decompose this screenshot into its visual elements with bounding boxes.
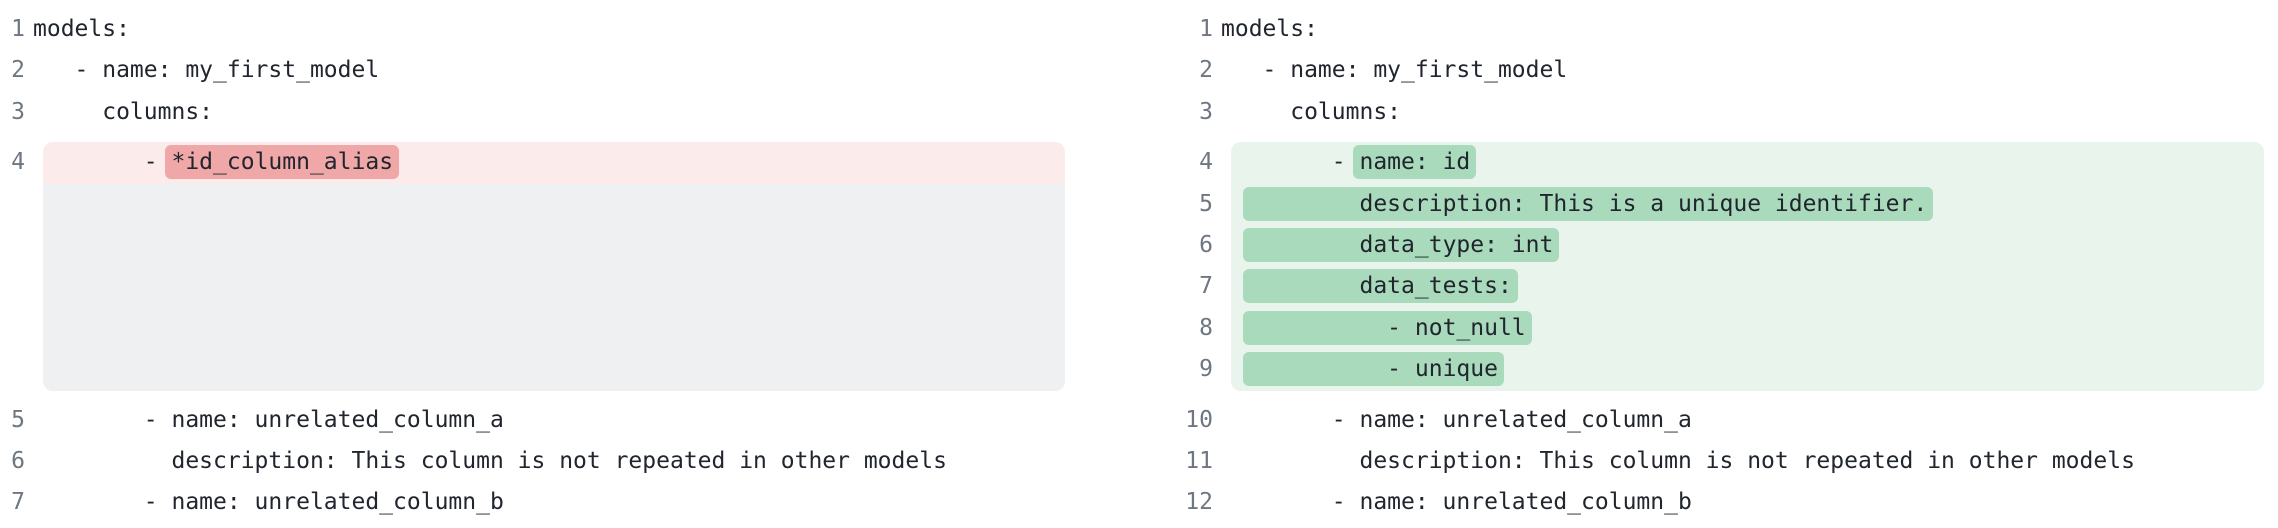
diff-line-context: 1 models: xyxy=(1148,9,2278,50)
code-text: data_type: int xyxy=(1221,225,1560,266)
diff-line-removed: 4 - *id_column_alias xyxy=(0,142,1080,183)
word-diff-highlight: name: id xyxy=(1353,145,1477,180)
line-number: 7 xyxy=(11,489,25,516)
diff-line-context: 12 - name: unrelated_column_b xyxy=(1148,482,2278,523)
word-diff-highlight: description: This is a unique identifier… xyxy=(1242,186,1934,221)
code-segment: - name: unrelated_column_a xyxy=(1221,406,1692,433)
line-number: 2 xyxy=(1199,57,1213,84)
code-text: data_tests: xyxy=(1221,266,1518,307)
code-text: - not_null xyxy=(1221,308,1532,349)
line-number: 3 xyxy=(11,98,25,125)
line-number: 10 xyxy=(1185,406,1213,433)
diff-line-context: 11 description: This column is not repea… xyxy=(1148,441,2278,482)
word-diff-highlight: - not_null xyxy=(1242,310,1532,345)
diff-line-added: 9 - unique xyxy=(1148,349,2278,390)
word-diff-highlight: *id_column_alias xyxy=(165,145,400,180)
code-segment: - name: my_first_model xyxy=(1221,57,1568,84)
code-text: description: This is a unique identifier… xyxy=(1221,184,1934,225)
word-diff-highlight: - unique xyxy=(1242,352,1504,387)
code-text: columns: xyxy=(1221,92,1401,133)
diff-block-background xyxy=(43,142,1065,391)
line-number: 3 xyxy=(1199,98,1213,125)
line-number: 1 xyxy=(1199,16,1213,42)
code-segment: columns: xyxy=(33,98,214,125)
line-number: 4 xyxy=(11,149,25,176)
code-text: models: xyxy=(33,9,130,50)
diff-line-context: 1 models: xyxy=(0,9,1080,50)
code-text: - name: unrelated_column_a xyxy=(33,400,504,441)
line-number: 6 xyxy=(11,447,25,474)
line-number: 2 xyxy=(11,57,25,84)
word-diff-highlight: data_type: int xyxy=(1242,227,1560,262)
diff-line-context: 5 - name: unrelated_column_a xyxy=(0,400,1080,441)
code-segment: models: xyxy=(33,16,130,42)
code-text: - name: unrelated_column_b xyxy=(1221,482,1692,523)
diff-line-context: 3 columns: xyxy=(1148,92,2278,133)
line-number: 6 xyxy=(1199,231,1213,258)
code-text: description: This column is not repeated… xyxy=(1221,441,2135,482)
code-segment: models: xyxy=(1221,16,1318,42)
code-segment: columns: xyxy=(1221,98,1402,125)
line-number: 9 xyxy=(1199,356,1213,383)
code-text: - name: unrelated_column_a xyxy=(1221,400,1692,441)
line-number: 12 xyxy=(1185,489,1213,516)
code-segment: - name: unrelated_column_a xyxy=(33,406,504,433)
line-number: 5 xyxy=(1199,190,1213,217)
line-number: 1 xyxy=(11,16,25,42)
code-text: - unique xyxy=(1221,349,1504,390)
word-diff-highlight: data_tests: xyxy=(1242,269,1518,304)
code-segment: - name: unrelated_column_b xyxy=(33,489,504,516)
code-segment: - xyxy=(33,149,172,176)
code-text: - name: my_first_model xyxy=(1221,50,1568,91)
code-text: models: xyxy=(1221,9,1318,50)
code-segment: - name: unrelated_column_b xyxy=(1221,489,1692,516)
code-text: - name: my_first_model xyxy=(33,50,380,91)
code-text: - *id_column_alias xyxy=(33,142,400,183)
line-number: 8 xyxy=(1199,314,1213,341)
code-segment: - xyxy=(1221,149,1360,176)
line-number: 11 xyxy=(1185,447,1213,474)
diff-line-added: 6 data_type: int xyxy=(1148,225,2278,266)
diff-line-added: 7 data_tests: xyxy=(1148,266,2278,307)
diff-line-added: 4 - name: id xyxy=(1148,142,2278,183)
diff-block: 4 - *id_column_alias xyxy=(0,142,1080,391)
code-text: description: This column is not repeated… xyxy=(33,441,947,482)
line-number: 7 xyxy=(1199,273,1213,300)
code-text: columns: xyxy=(33,92,213,133)
code-text: - name: unrelated_column_b xyxy=(33,482,504,523)
code-segment: - name: my_first_model xyxy=(33,57,380,84)
code-segment: description: This column is not repeated… xyxy=(33,447,947,474)
diff-line-context: 2 - name: my_first_model xyxy=(1148,50,2278,91)
diff-line-context: 2 - name: my_first_model xyxy=(0,50,1080,91)
diff-line-added: 8 - not_null xyxy=(1148,308,2278,349)
code-text: - name: id xyxy=(1221,142,1477,183)
diff-line-context: 7 - name: unrelated_column_b xyxy=(0,482,1080,523)
collapsed-filler xyxy=(43,183,1065,391)
diff-line-context: 10 - name: unrelated_column_a xyxy=(1148,400,2278,441)
diff-line-context: 6 description: This column is not repeat… xyxy=(0,441,1080,482)
filler-spacer xyxy=(0,184,1080,391)
line-number: 4 xyxy=(1199,149,1213,176)
code-segment: description: This column is not repeated… xyxy=(1221,447,2135,474)
diff-line-context: 3 columns: xyxy=(0,92,1080,133)
diff-line-added: 5 description: This is a unique identifi… xyxy=(1148,184,2278,225)
line-number: 5 xyxy=(11,406,25,433)
